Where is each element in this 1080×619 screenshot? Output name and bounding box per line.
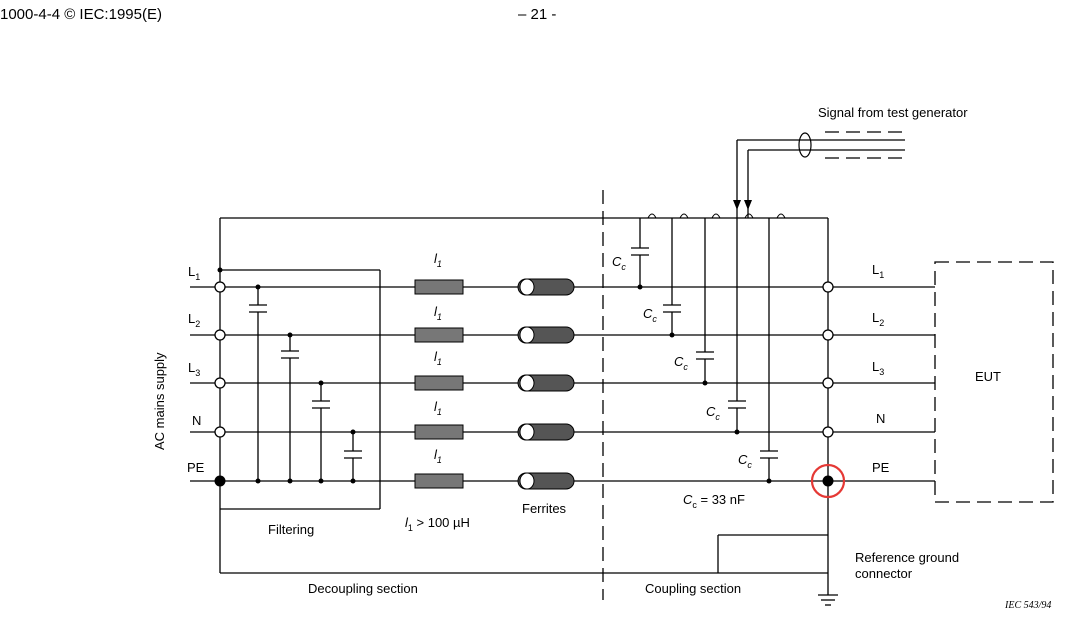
inductor-label: l <box>434 349 438 364</box>
inductor-l3 <box>414 375 464 391</box>
svg-text:l1: l1 <box>434 251 442 269</box>
eut-box <box>934 261 1054 503</box>
inductor-pe <box>414 473 464 489</box>
svg-text:PE: PE <box>872 460 890 475</box>
svg-text:Cc: Cc <box>612 254 626 272</box>
inductor-label: l <box>434 251 438 266</box>
inductor-labels: l1 l1 l1 l1 l1 <box>434 251 442 465</box>
inductance-spec: l1 > 100 µH <box>405 515 470 533</box>
left-line-labels: L1 L2 L3 N PE <box>187 264 205 475</box>
filter-frame <box>217 217 829 595</box>
svg-text:Cc: Cc <box>706 404 720 422</box>
ref-ground-label-2: connector <box>855 566 913 581</box>
svg-text:Cc: Cc <box>738 452 752 470</box>
coupling-label: Coupling section <box>645 581 741 596</box>
signal-input <box>733 131 905 218</box>
capacitance-spec: Cc = 33 nF <box>683 492 745 510</box>
svg-text:PE: PE <box>187 460 205 475</box>
cc-labels: Cc Cc Cc Cc Cc <box>612 254 752 470</box>
cap-label: C <box>738 452 748 467</box>
inductors <box>414 279 464 489</box>
eut-label: EUT <box>975 369 1001 384</box>
svg-text:N: N <box>876 411 885 426</box>
svg-text:L2: L2 <box>188 311 200 329</box>
svg-text:l1: l1 <box>434 447 442 465</box>
cap-label: C <box>674 354 684 369</box>
svg-text:L2: L2 <box>872 310 884 328</box>
page-number: – 21 - <box>518 6 557 23</box>
inductor-label: l <box>434 399 438 414</box>
figure-id: IEC 543/94 <box>1004 600 1051 611</box>
ground-connector <box>717 534 838 606</box>
svg-text:Cc: Cc <box>643 306 657 324</box>
coupling-capacitors <box>631 213 786 484</box>
inductor-l2 <box>414 327 464 343</box>
svg-text:N: N <box>192 413 201 428</box>
signal-label: Signal from test generator <box>818 105 968 120</box>
ac-supply-label: AC mains supply <box>152 352 167 450</box>
output-nodes <box>810 281 846 499</box>
inductor-l1 <box>414 279 464 295</box>
ferrites <box>517 278 575 490</box>
ref-ground-label: Reference ground <box>855 550 959 565</box>
svg-text:l1: l1 <box>434 349 442 367</box>
document-id: 1000-4-4 © IEC:1995(E) <box>0 6 162 23</box>
inductor-label: l <box>434 304 438 319</box>
decoupling-label: Decoupling section <box>308 581 418 596</box>
svg-text:L1: L1 <box>872 262 884 280</box>
input-nodes <box>214 281 226 487</box>
filter-capacitors <box>249 284 362 484</box>
svg-text:L3: L3 <box>872 359 884 377</box>
filtering-label: Filtering <box>268 522 314 537</box>
ferrites-label: Ferrites <box>522 501 567 516</box>
cap-label: C <box>706 404 716 419</box>
cap-label: C <box>643 306 653 321</box>
svg-text:l1: l1 <box>434 304 442 322</box>
inductor-n <box>414 424 464 440</box>
right-line-labels: L1 L2 L3 N PE <box>872 262 890 475</box>
svg-text:L3: L3 <box>188 360 200 378</box>
cap-label: C <box>612 254 622 269</box>
svg-text:l1: l1 <box>434 399 442 417</box>
inductor-label: l <box>434 447 438 462</box>
svg-text:L1: L1 <box>188 264 200 282</box>
svg-text:Cc: Cc <box>674 354 688 372</box>
highlight-circle <box>810 463 846 499</box>
